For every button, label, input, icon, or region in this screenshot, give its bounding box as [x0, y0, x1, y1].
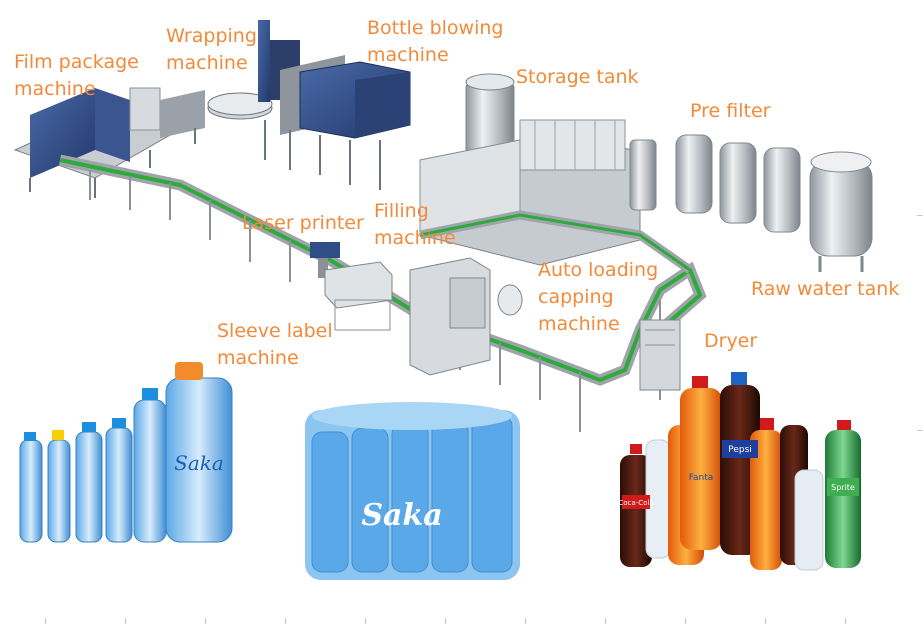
- label-auto-loading-capping-machine: Auto loading capping machine: [538, 257, 658, 338]
- label-line: Filling: [374, 200, 429, 222]
- edge-tick: [125, 618, 126, 624]
- label-dryer: Dryer: [704, 330, 758, 352]
- label-line: Film package: [14, 51, 139, 73]
- pre-filter-tanks: [675, 134, 801, 233]
- edge-tick: [685, 618, 686, 624]
- edge-tick: [845, 618, 846, 624]
- label-sleeve-label-machine: Sleeve label machine: [217, 318, 333, 372]
- water-pack-brand: Saka: [361, 498, 442, 533]
- conveyor-belt: [58, 154, 707, 432]
- laser-printer: [310, 242, 340, 278]
- label-storage-tank: Storage tank: [516, 66, 639, 88]
- sprite-brand: Sprite: [831, 483, 855, 492]
- edge-tick: [45, 618, 46, 624]
- label-wrapping-machine: Wrapping machine: [166, 23, 257, 77]
- coca-cola-brand: Coca-Cola: [618, 499, 653, 507]
- edge-tick: [205, 618, 206, 624]
- label-line: machine: [538, 313, 620, 335]
- label-line: Sleeve label: [217, 320, 333, 342]
- label-line: machine: [14, 78, 96, 100]
- raw-water-tank: [809, 151, 873, 272]
- label-line: machine: [374, 227, 456, 249]
- water-bottle-brand: Saka: [174, 451, 224, 475]
- soft-drink-bottles-image: Coca-Cola Pepsi Fanta Sprite: [618, 372, 861, 571]
- edge-tick: [365, 618, 366, 624]
- label-bottle-blowing-machine: Bottle blowing machine: [367, 15, 503, 69]
- edge-tick: [525, 618, 526, 624]
- label-line: machine: [217, 347, 299, 369]
- label-line: Auto loading: [538, 259, 659, 281]
- fanta-brand: Fanta: [689, 473, 714, 483]
- water-pack-image: Saka: [305, 402, 520, 580]
- edge-tick: [445, 618, 446, 624]
- label-laser-printer: Laser printer: [242, 212, 364, 234]
- water-bottles-image: Saka: [19, 362, 233, 543]
- pepsi-brand: Pepsi: [728, 445, 752, 455]
- edge-tick: [765, 618, 766, 624]
- label-film-package-machine: Film package machine: [14, 49, 139, 103]
- label-pre-filter: Pre filter: [690, 100, 771, 122]
- label-line: capping: [538, 286, 614, 308]
- label-line: machine: [367, 44, 449, 66]
- bottle-blowing-machine: [264, 55, 411, 190]
- edge-tick: [917, 215, 923, 216]
- sleeve-label-machine: [324, 257, 523, 376]
- edge-tick: [285, 618, 286, 624]
- label-line: Wrapping: [166, 25, 257, 47]
- edge-tick: [605, 618, 606, 624]
- label-line: machine: [166, 52, 248, 74]
- label-filling-machine: Filling machine: [374, 198, 456, 252]
- edge-tick: [917, 430, 923, 431]
- label-raw-water-tank: Raw water tank: [751, 278, 900, 300]
- filling-machine: [419, 119, 657, 266]
- label-line: Bottle blowing: [367, 17, 504, 39]
- dryer: [639, 319, 681, 391]
